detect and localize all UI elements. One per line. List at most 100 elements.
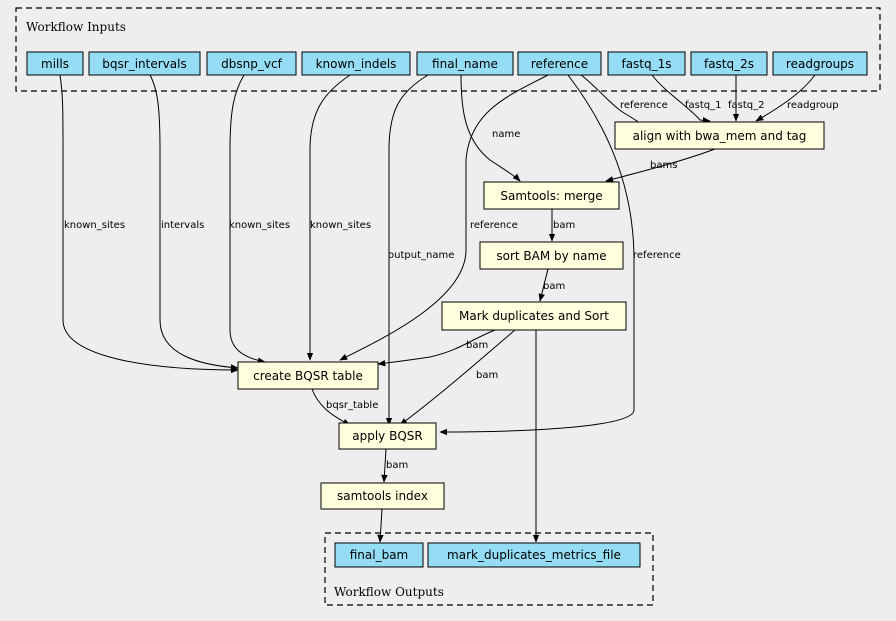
input-final-name-box (416, 51, 514, 76)
edge-label-reference-table: reference (470, 220, 518, 231)
workflow-outputs-label: Workflow Outputs (334, 585, 444, 599)
edge-label-reference-apply: reference (633, 250, 681, 261)
output-metrics-box (427, 542, 641, 568)
edge-label-name: name (492, 129, 520, 140)
edge-label-bam-merge-sort: bam (553, 220, 575, 231)
step-sort-box (479, 241, 624, 270)
input-known-indels-label: known_indels (316, 57, 397, 71)
edge-label-output-name: output_name (388, 250, 454, 261)
edge-labels: reference fastq_1 fastq_2 readgroup bams… (64, 100, 839, 471)
step-merge-label: Samtools: merge (500, 189, 602, 203)
step-sort[interactable]: sort BAM by name (479, 241, 624, 270)
edge-reference-apply (439, 74, 635, 436)
edge-markdup-apply (399, 329, 516, 426)
input-dbsnp-vcf[interactable]: dbsnp_vcf (206, 51, 297, 76)
workflow-inputs-cluster: Workflow Inputs (15, 7, 881, 92)
input-bqsr-intervals-box (88, 51, 201, 76)
output-metrics[interactable]: mark_duplicates_metrics_file (427, 542, 641, 568)
input-bqsr-intervals[interactable]: bqsr_intervals (88, 51, 201, 76)
edge-readgroups-align (755, 74, 816, 122)
edge-label-known-sites-mills: known_sites (64, 220, 125, 231)
edge-label-bam-markdup-table: bam (466, 340, 488, 351)
input-fastq-2s-box (690, 51, 768, 76)
edge-markdup-table (377, 329, 496, 367)
edge-label-bam-sort-markdup: bam (543, 281, 565, 292)
edge-apply-index (381, 448, 388, 483)
edge-label-known-sites-indels: known_sites (310, 220, 371, 231)
input-reference-label: reference (531, 57, 588, 71)
edge-intervals-table (149, 74, 239, 371)
edge-finalname-apply (385, 74, 429, 426)
input-reference[interactable]: reference (517, 51, 602, 76)
edge-label-known-sites-dbsnp: known_sites (229, 220, 290, 231)
step-merge-box (483, 181, 620, 210)
input-fastq-1s-box (607, 51, 686, 76)
input-fastq-2s-label: fastq_2s (704, 57, 754, 71)
step-index-box (320, 482, 445, 510)
output-nodes: final_bam mark_duplicates_metrics_file (334, 542, 641, 568)
workflow-outputs-cluster: Workflow Outputs (324, 532, 654, 606)
step-apply-bqsr-label: apply BQSR (352, 429, 422, 443)
edge-table-apply (311, 388, 351, 426)
output-metrics-label: mark_duplicates_metrics_file (447, 548, 621, 562)
edge-align-merge (605, 148, 716, 183)
step-merge[interactable]: Samtools: merge (483, 181, 620, 210)
edge-mills-table (59, 74, 239, 374)
input-bqsr-intervals-label: bqsr_intervals (102, 57, 186, 71)
step-markdup[interactable]: Mark duplicates and Sort (441, 301, 627, 331)
step-apply-bqsr-box (338, 422, 437, 450)
input-fastq-1s[interactable]: fastq_1s (607, 51, 686, 76)
step-index-label: samtools index (337, 489, 428, 503)
edge-reference-table (339, 74, 549, 361)
step-sort-label: sort BAM by name (496, 249, 606, 263)
step-bqsr-table-label: create BQSR table (253, 369, 363, 383)
input-fastq-1s-label: fastq_1s (621, 57, 671, 71)
input-readgroups-label: readgroups (786, 57, 854, 71)
input-readgroups[interactable]: readgroups (772, 51, 868, 76)
input-final-name[interactable]: final_name (416, 51, 514, 76)
step-align-label: align with bwa_mem and tag (633, 129, 807, 143)
input-known-indels[interactable]: known_indels (301, 51, 411, 76)
step-apply-bqsr[interactable]: apply BQSR (338, 422, 437, 450)
output-final-bam-box (334, 542, 424, 568)
step-markdup-label: Mark duplicates and Sort (459, 309, 609, 323)
edge-label-intervals: intervals (161, 220, 204, 231)
edge-label-reference-align: reference (620, 100, 668, 111)
edge-label-bam-markdup-apply: bam (476, 370, 498, 381)
step-align-box (614, 121, 825, 150)
step-bqsr-table-box (237, 361, 379, 390)
step-markdup-box (441, 301, 627, 331)
edge-label-bams: bams (650, 160, 677, 171)
input-dbsnp-vcf-label: dbsnp_vcf (221, 57, 282, 71)
edges (59, 73, 816, 543)
input-mills-box (26, 51, 84, 76)
step-nodes: align with bwa_mem and tag Samtools: mer… (237, 121, 825, 510)
step-index[interactable]: samtools index (320, 482, 445, 510)
input-dbsnp-vcf-box (206, 51, 297, 76)
edge-dbsnp-table (229, 74, 266, 364)
input-known-indels-box (301, 51, 411, 76)
edge-sort-markdup (538, 268, 549, 302)
edge-label-bqsr-table: bqsr_table (326, 400, 378, 411)
input-nodes: mills bqsr_intervals dbsnp_vcf known_ind… (26, 51, 868, 76)
input-final-name-label: final_name (432, 57, 498, 71)
step-bqsr-table[interactable]: create BQSR table (237, 361, 379, 390)
edge-index-finalbam (377, 508, 384, 543)
input-reference-box (517, 51, 602, 76)
edge-label-fastq2: fastq_2 (728, 100, 765, 111)
edge-fastq1-align (651, 74, 711, 124)
workflow-inputs-label: Workflow Inputs (26, 20, 126, 34)
output-final-bam-label: final_bam (350, 548, 409, 562)
output-final-bam[interactable]: final_bam (334, 542, 424, 568)
step-align[interactable]: align with bwa_mem and tag (614, 121, 825, 150)
edge-label-readgroup: readgroup (787, 100, 839, 111)
input-readgroups-box (772, 51, 868, 76)
input-fastq-2s[interactable]: fastq_2s (690, 51, 768, 76)
input-mills[interactable]: mills (26, 51, 84, 76)
edge-indels-table (306, 74, 351, 361)
edge-label-fastq1: fastq_1 (685, 100, 722, 111)
edge-finalname-merge (460, 74, 521, 182)
input-mills-label: mills (41, 57, 69, 71)
edge-label-bam-apply-index: bam (386, 460, 408, 471)
